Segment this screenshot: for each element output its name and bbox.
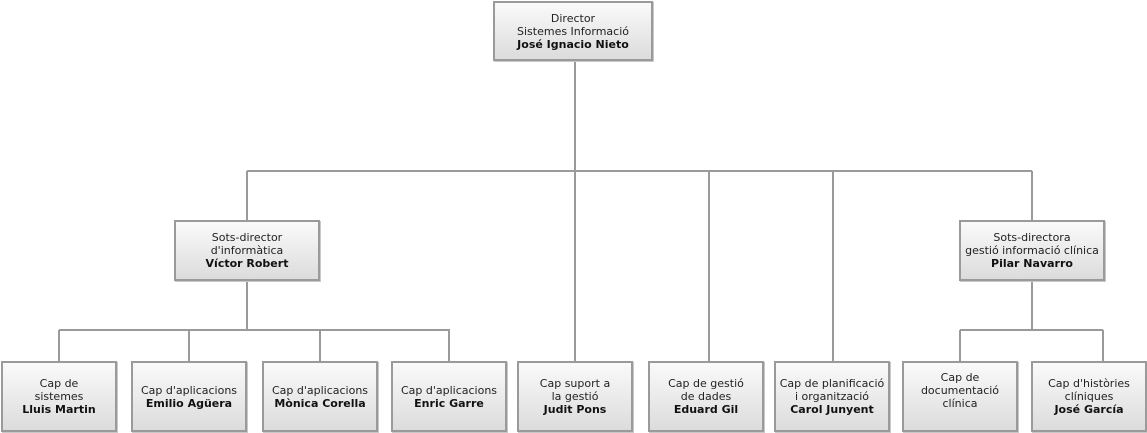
node-name: Pilar Navarro [991, 257, 1073, 270]
node-title: Cap suport a [539, 377, 611, 390]
node-title: Sots-director [211, 231, 283, 244]
node-unit[interactable]: Cap de planificació i organització Carol… [774, 361, 890, 432]
node-title: documentació [920, 384, 1000, 397]
node-title: Cap d'aplicacions [271, 383, 369, 397]
node-unit[interactable]: Cap suport a la gestió Judit Pons [517, 361, 633, 432]
node-title: la gestió [551, 390, 599, 403]
node-unit[interactable]: Cap d'aplicacions Mònica Corella [262, 361, 378, 432]
node-name: Emilio Agüera [145, 396, 233, 410]
node-name: José Ignacio Nieto [517, 37, 629, 51]
node-title: gestió informació clínica [965, 244, 1099, 257]
node-title: sistemes [34, 390, 84, 403]
node-name: Eduard Gil [673, 403, 739, 416]
node-title: Cap de gestió [668, 377, 744, 390]
node-title: Cap d'històries [1048, 377, 1130, 390]
node-unit[interactable]: Cap de sistemes Lluis Martin [1, 361, 117, 432]
node-title: Cap de [940, 371, 980, 384]
node-name: Lluis Martin [22, 403, 96, 416]
node-title: i organització [794, 390, 870, 403]
node-name: Carol Junyent [790, 403, 874, 416]
node-title: Cap d'aplicacions [400, 383, 498, 397]
node-subdirector-informatica[interactable]: Sots-director d'informàtica Víctor Rober… [174, 220, 320, 281]
node-subdirector-clinica[interactable]: Sots-directora gestió informació clínica… [959, 220, 1105, 281]
node-title: Cap d'aplicacions [140, 383, 238, 397]
node-title: clínica [942, 397, 978, 410]
node-name: Víctor Robert [205, 257, 289, 270]
node-title: de dades [680, 390, 732, 403]
node-title: Sots-directora [993, 231, 1071, 244]
node-name: José García [1054, 403, 1124, 416]
node-title: Cap de planificació [779, 377, 885, 390]
node-name: Mònica Corella [274, 396, 366, 410]
node-title: Director [550, 11, 596, 25]
node-name: Judit Pons [543, 403, 607, 416]
node-director[interactable]: Director Sistemes Informació José Ignaci… [493, 1, 653, 61]
node-unit[interactable]: Cap d'aplicacions Emilio Agüera [131, 361, 247, 432]
node-unit[interactable]: Cap de gestió de dades Eduard Gil [648, 361, 764, 432]
node-unit[interactable]: Cap d'històries clíniques José García [1031, 361, 1147, 432]
node-title: clíniques [1064, 390, 1114, 403]
node-title: d'informàtica [210, 244, 284, 257]
node-title: Sistemes Informació [517, 24, 629, 38]
node-unit[interactable]: Cap d'aplicacions Enric Garre [391, 361, 507, 432]
node-title: Cap de [39, 377, 79, 390]
node-unit[interactable]: Cap de documentació clínica [902, 361, 1018, 432]
node-name: Enric Garre [414, 396, 484, 410]
